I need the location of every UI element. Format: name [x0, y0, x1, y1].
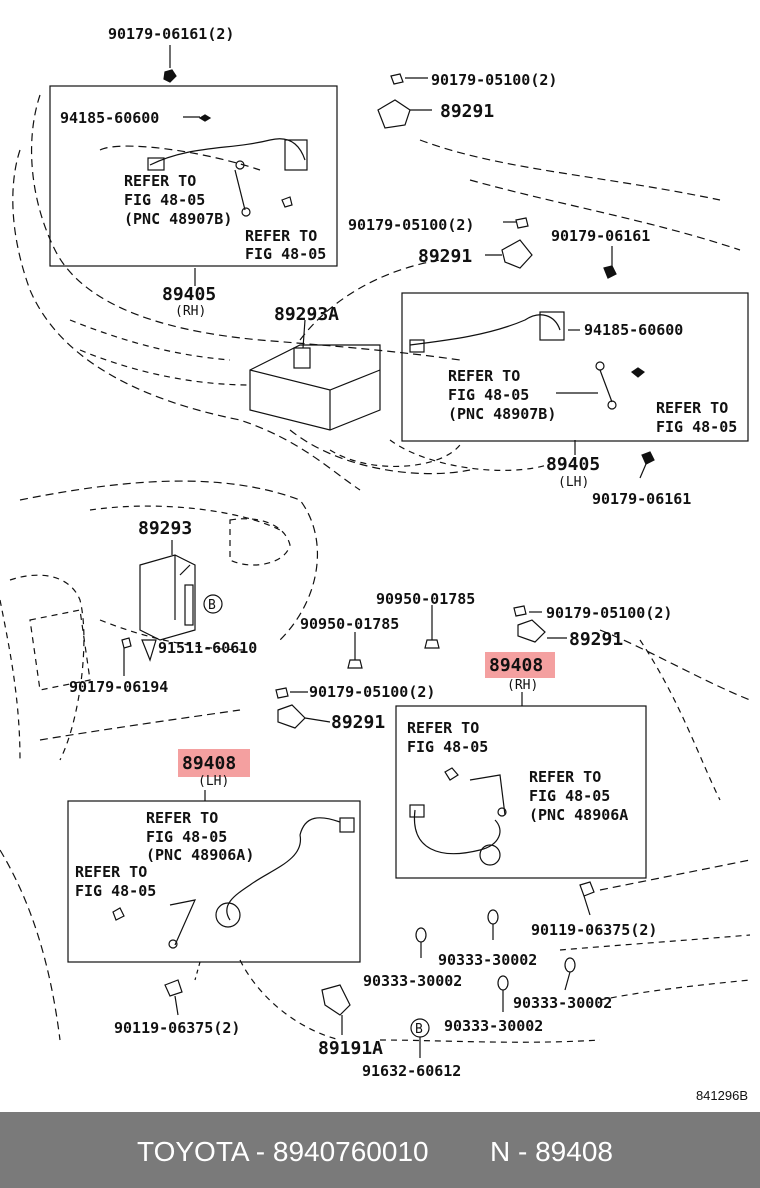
label-89191a: 89191A [318, 1038, 383, 1059]
label-fig-rh-2: FIG 48-05 [245, 245, 326, 263]
parts-diagram: 90179-06161(2) 90179-05100(2) 89291 9418… [0, 25, 751, 1080]
label-89291-rear-lh: 89291 [331, 712, 385, 733]
label-90950-01785-upper: 90950-01785 [376, 590, 475, 608]
label-refer-to-rh-2: REFER TO [245, 227, 317, 245]
label-fig-lh-1: FIG 48-05 [448, 386, 529, 404]
footer-bar: TOYOTA - 8940760010 N - 89408 [0, 1112, 760, 1188]
label-refer-to-lh-1: REFER TO [448, 367, 520, 385]
label-91511-60610: 91511-60610 [158, 639, 257, 657]
label-fig-lh-2: FIG 48-05 [656, 418, 737, 436]
label-89291-mid: 89291 [418, 246, 472, 267]
label-pnc-rear-lh: (PNC 48906A) [146, 846, 254, 864]
label-90333-30002-b: 90333-30002 [363, 972, 462, 990]
label-refer-to-rear-lh-2: REFER TO [75, 863, 147, 881]
label-pnc-rh-1: (PNC 48907B) [124, 210, 232, 228]
label-89408-lh: 89408 [182, 753, 236, 774]
label-90179-06194: 90179-06194 [69, 678, 168, 696]
label-89408-rh: 89408 [489, 655, 543, 676]
label-pnc-lh-1: (PNC 48907B) [448, 405, 556, 423]
label-89405-lh: 89405 [546, 454, 600, 475]
footer-pnc: N - 89408 [490, 1136, 613, 1167]
highlight-89408-lh [178, 749, 250, 777]
footer-part-number: TOYOTA - 8940760010 [137, 1136, 429, 1167]
label-94185-60600-rh: 94185-60600 [60, 109, 159, 127]
label-90179-05100-rear-lh: 90179-05100(2) [309, 683, 435, 701]
bolt-marker-b1: B [208, 598, 216, 613]
label-89293: 89293 [138, 518, 192, 539]
label-refer-to-rear-rh-1: REFER TO [407, 719, 479, 737]
highlight-89408-rh [485, 652, 555, 678]
label-90179-06161-top: 90179-06161(2) [108, 25, 234, 43]
label-89405-rh: 89405 [162, 284, 216, 305]
label-90179-06161-mid: 90179-06161 [551, 227, 650, 245]
label-fig-rh-1: FIG 48-05 [124, 191, 205, 209]
label-fig-rear-lh-1: FIG 48-05 [146, 828, 227, 846]
label-fig-rear-rh-1: FIG 48-05 [407, 738, 488, 756]
label-90179-05100-rear-rh: 90179-05100(2) [546, 604, 672, 622]
label-90179-05100-mid: 90179-05100(2) [348, 216, 474, 234]
label-90179-06161-lower: 90179-06161 [592, 490, 691, 508]
label-refer-to-lh-2: REFER TO [656, 399, 728, 417]
label-pnc-rear-rh: (PNC 48906A [529, 806, 628, 824]
label-90333-30002-a: 90333-30002 [438, 951, 537, 969]
label-refer-to-rh-1: REFER TO [124, 172, 196, 190]
label-89405-rh-side: (RH) [175, 304, 206, 319]
label-refer-to-rear-rh-2: REFER TO [529, 768, 601, 786]
bolt-marker-b2: B [415, 1022, 423, 1037]
label-91632-60612: 91632-60612 [362, 1062, 461, 1080]
label-94185-60600-lh: 94185-60600 [584, 321, 683, 339]
drawing-code: 841296B [695, 1088, 748, 1103]
label-fig-rear-rh-2: FIG 48-05 [529, 787, 610, 805]
label-90950-01785-lower: 90950-01785 [300, 615, 399, 633]
label-fig-rear-lh-2: FIG 48-05 [75, 882, 156, 900]
label-90119-06375-rh: 90119-06375(2) [531, 921, 657, 939]
label-89405-lh-side: (LH) [558, 475, 589, 490]
label-89291-top: 89291 [440, 101, 494, 122]
label-90333-30002-c: 90333-30002 [513, 994, 612, 1012]
label-refer-to-rear-lh-1: REFER TO [146, 809, 218, 827]
label-89408-rh-side: (RH) [507, 678, 538, 693]
label-90119-06375-lh: 90119-06375(2) [114, 1019, 240, 1037]
label-89408-lh-side: (LH) [198, 774, 229, 789]
label-90179-05100-top: 90179-05100(2) [431, 71, 557, 89]
label-89291-rear-rh: 89291 [569, 629, 623, 650]
label-89293a: 89293A [274, 304, 339, 325]
label-90333-30002-d: 90333-30002 [444, 1017, 543, 1035]
